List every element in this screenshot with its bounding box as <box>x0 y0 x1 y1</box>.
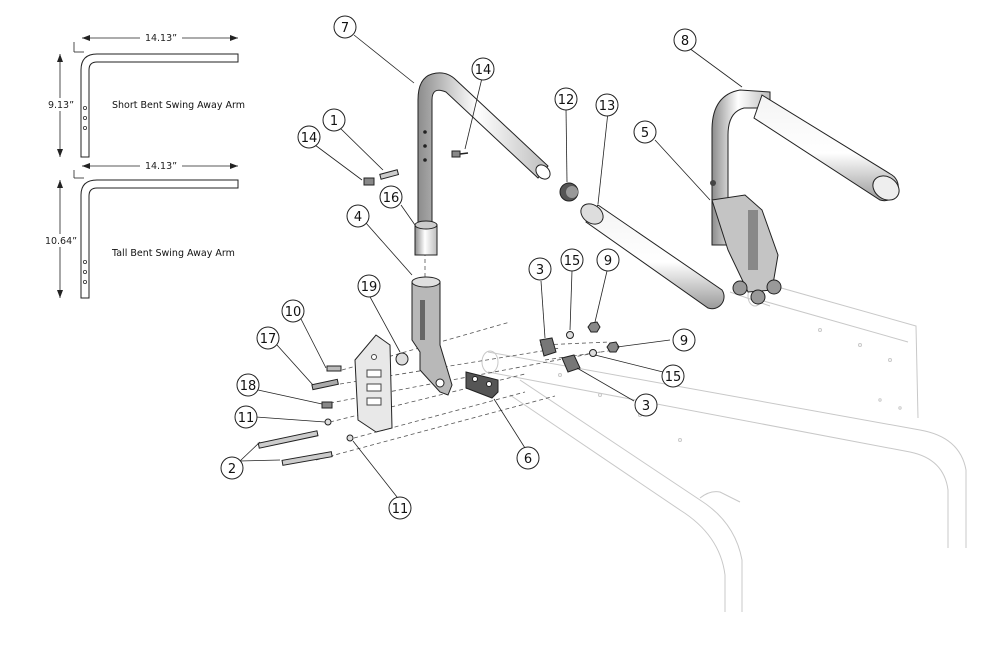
callout-16: 16 <box>379 185 403 209</box>
washer-15-upper <box>566 331 574 339</box>
svg-text:14: 14 <box>475 63 492 78</box>
short-arm-width-dim: 14.13” <box>145 33 177 44</box>
callout-9-upper: 9 <box>596 248 620 272</box>
svg-text:10: 10 <box>285 305 302 320</box>
pin-1 <box>379 169 400 180</box>
callout-7: 7 <box>333 15 357 39</box>
washer-19 <box>395 352 409 366</box>
screw-14-right <box>451 150 461 158</box>
nut-9-upper <box>587 321 601 333</box>
svg-text:7: 7 <box>341 21 349 36</box>
svg-text:13: 13 <box>599 99 616 114</box>
clamp-block-6 <box>465 371 499 399</box>
tall-arm-tube <box>80 179 239 299</box>
wheelchair-frame-outline <box>481 281 967 612</box>
armrest-tube-7 <box>417 72 551 244</box>
callout-5: 5 <box>633 120 657 144</box>
callout-3-upper: 3 <box>528 257 552 281</box>
callout-2: 2 <box>220 456 244 480</box>
svg-text:8: 8 <box>681 34 689 49</box>
bolt-2-upper <box>257 430 319 449</box>
callout-4: 4 <box>346 204 370 228</box>
callout-18: 18 <box>236 373 260 397</box>
short-arm-label: Short Bent Swing Away Arm <box>112 100 245 111</box>
callout-14-right: 14 <box>471 57 495 81</box>
end-cap-12 <box>559 182 579 202</box>
callout-12: 12 <box>554 87 578 111</box>
svg-text:11: 11 <box>238 411 255 426</box>
assembled-arm <box>710 89 900 305</box>
cam-plate-3-lower <box>561 354 581 373</box>
callout-15-lower: 15 <box>661 364 685 388</box>
svg-text:4: 4 <box>354 210 362 225</box>
callout-11-lower: 11 <box>388 496 412 520</box>
svg-text:2: 2 <box>228 462 236 477</box>
svg-text:9: 9 <box>604 254 612 269</box>
callout-10: 10 <box>281 299 305 323</box>
callout-15-upper: 15 <box>560 248 584 272</box>
washer-11-upper <box>324 418 332 426</box>
short-arm-figure: 14.13” 9.13” Short Bent Swing Away Arm <box>44 31 245 158</box>
tall-arm-label: Tall Bent Swing Away Arm <box>111 248 235 259</box>
arm-socket-4 <box>411 276 453 396</box>
svg-text:15: 15 <box>665 370 682 385</box>
callout-1: 1 <box>322 108 346 132</box>
washer-11-lower <box>346 434 354 442</box>
callout-balloons: 7 8 14 12 13 5 1 14 16 4 19 10 17 18 11 … <box>220 15 697 520</box>
sleeve-16 <box>414 220 438 256</box>
svg-text:11: 11 <box>392 502 409 517</box>
svg-text:3: 3 <box>536 263 544 278</box>
leader-lines <box>239 34 743 498</box>
callout-13: 13 <box>595 93 619 117</box>
svg-text:19: 19 <box>361 280 378 295</box>
svg-text:15: 15 <box>564 254 581 269</box>
svg-text:12: 12 <box>558 93 575 108</box>
svg-text:17: 17 <box>260 332 277 347</box>
tall-arm-height-dim: 10.64” <box>45 236 77 247</box>
tall-arm-width-dim: 14.13” <box>145 161 177 172</box>
callout-9-lower: 9 <box>672 328 696 352</box>
svg-text:1: 1 <box>330 114 338 129</box>
callout-17: 17 <box>256 326 280 350</box>
callout-8: 8 <box>673 28 697 52</box>
short-arm-height-dim: 9.13” <box>48 100 74 111</box>
tall-arm-figure: 14.13” 10.64” Tall Bent Swing Away Arm <box>40 159 239 299</box>
cam-plate-3-upper <box>539 337 557 357</box>
short-arm-tube <box>80 53 239 158</box>
callout-11-upper: 11 <box>234 405 258 429</box>
bolt-2-lower <box>281 451 333 466</box>
mounting-plate <box>354 334 393 433</box>
callout-6: 6 <box>516 446 540 470</box>
screw-10 <box>326 365 342 372</box>
screw-18 <box>321 401 333 409</box>
svg-text:9: 9 <box>680 334 688 349</box>
screw-14-left <box>363 177 375 186</box>
callout-19: 19 <box>357 274 381 298</box>
nut-9-lower <box>606 341 620 353</box>
svg-text:3: 3 <box>642 399 650 414</box>
washer-15-lower <box>589 349 597 357</box>
svg-text:18: 18 <box>240 379 257 394</box>
callout-14-left: 14 <box>297 125 321 149</box>
callout-3-lower: 3 <box>634 393 658 417</box>
svg-text:6: 6 <box>524 452 532 467</box>
svg-text:16: 16 <box>383 191 400 206</box>
svg-text:5: 5 <box>641 126 649 141</box>
armpad-13 <box>580 203 725 310</box>
svg-text:14: 14 <box>301 131 318 146</box>
screw-17 <box>311 378 339 391</box>
